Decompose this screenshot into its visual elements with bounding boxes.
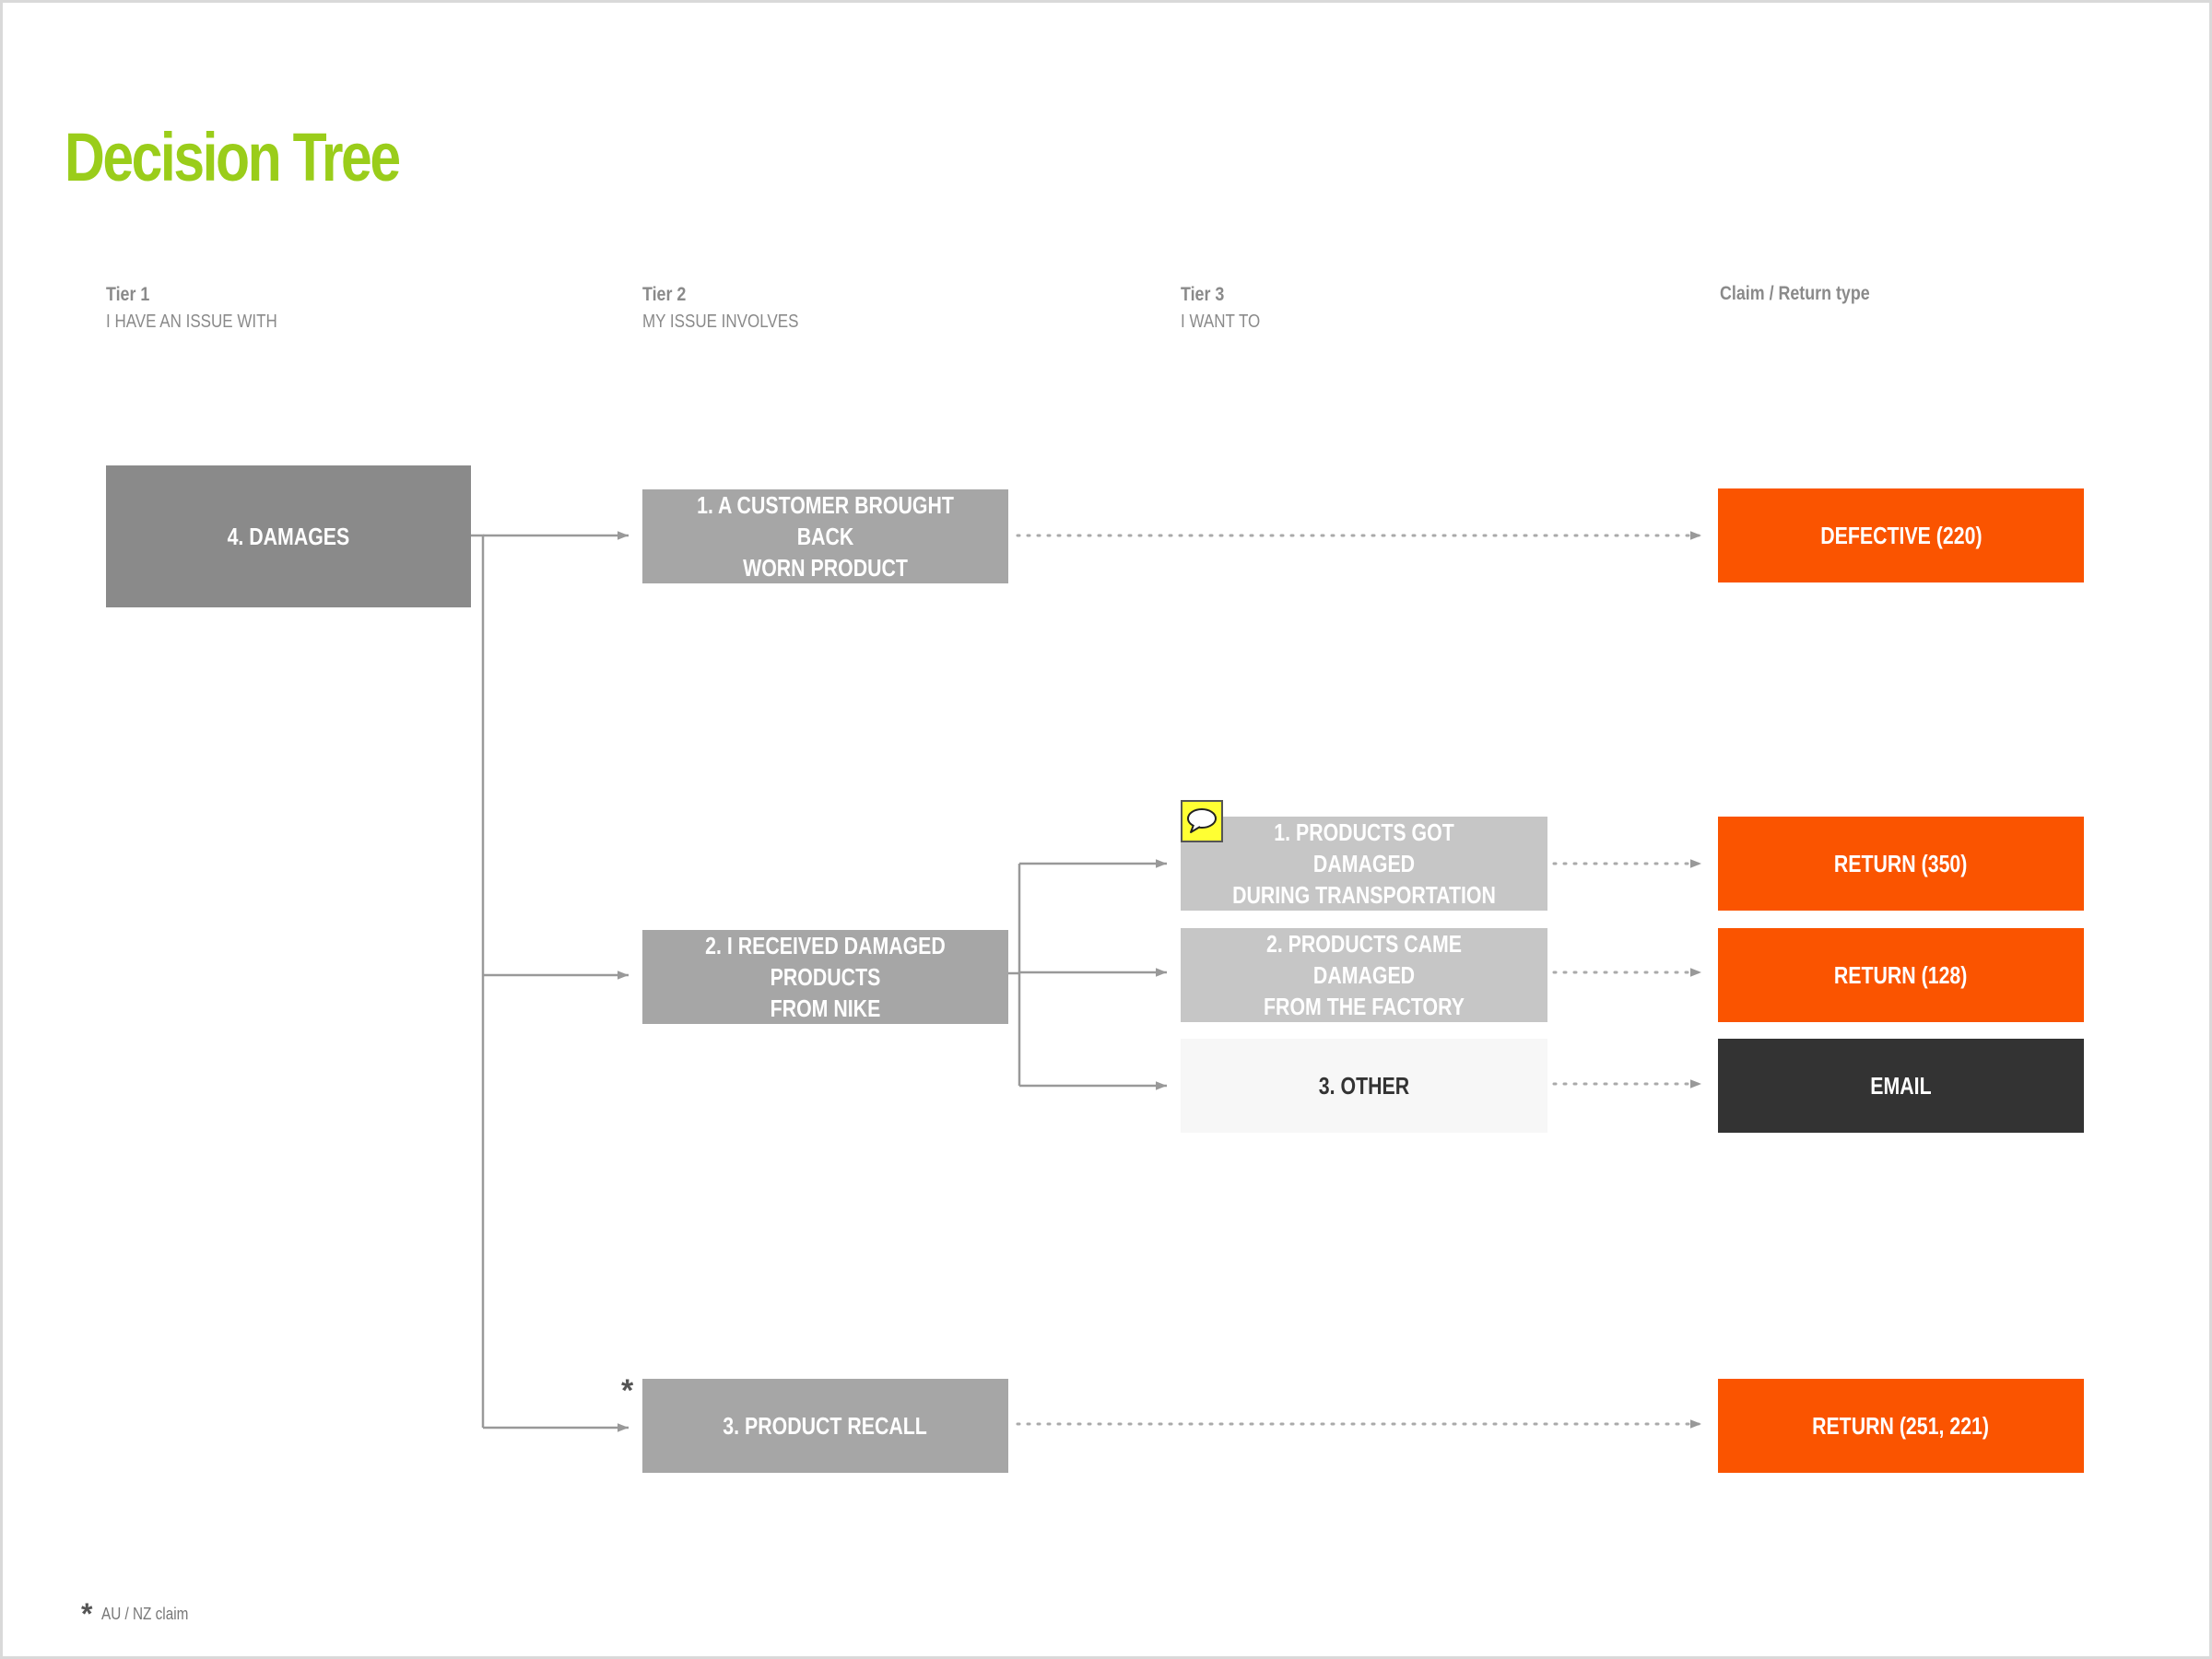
node-label: 2. PRODUCTS CAME DAMAGED FROM THE FACTOR… xyxy=(1264,930,1465,1020)
comment-icon[interactable] xyxy=(1181,800,1223,842)
outcome-return-128[interactable]: RETURN (128) xyxy=(1718,928,2084,1022)
node-label: 2. I RECEIVED DAMAGED PRODUCTS FROM NIKE xyxy=(705,932,946,1022)
node-label: 3. PRODUCT RECALL xyxy=(723,1412,928,1440)
column-tier-label: Tier 3 xyxy=(1181,284,1225,305)
node-label: 1. PRODUCTS GOT DAMAGED DURING TRANSPORT… xyxy=(1232,818,1496,909)
tier2-node-product-recall[interactable]: 3. PRODUCT RECALL xyxy=(642,1379,1008,1473)
outcome-return-251-221[interactable]: RETURN (251, 221) xyxy=(1718,1379,2084,1473)
node-label: EMAIL xyxy=(1870,1072,1932,1100)
tier3-node-factory[interactable]: 2. PRODUCTS CAME DAMAGED FROM THE FACTOR… xyxy=(1181,928,1547,1022)
column-tier-label: Tier 1 xyxy=(106,284,150,305)
tier1-node-damages[interactable]: 4. DAMAGES xyxy=(106,465,471,607)
column-tier-label: Claim / Return type xyxy=(1720,283,1870,304)
tier2-node-worn-product[interactable]: 1. A CUSTOMER BROUGHT BACK WORN PRODUCT xyxy=(642,489,1008,583)
page-title: Decision Tree xyxy=(65,119,401,195)
outcome-return-350[interactable]: RETURN (350) xyxy=(1718,817,2084,911)
footnote: * AU / NZ claim xyxy=(81,1597,204,1631)
column-subtitle: I HAVE AN ISSUE WITH xyxy=(106,312,277,332)
node-label: 4. DAMAGES xyxy=(227,523,350,550)
column-header-claim-type: Claim / Return type xyxy=(1720,283,1896,305)
connector-trunk xyxy=(471,534,485,1428)
outcome-defective[interactable]: DEFECTIVE (220) xyxy=(1718,488,2084,582)
node-label: DEFECTIVE (220) xyxy=(1819,522,1983,549)
footnote-text: AU / NZ claim xyxy=(101,1605,189,1623)
node-label: RETURN (251, 221) xyxy=(1812,1412,1990,1440)
node-label: 1. A CUSTOMER BROUGHT BACK WORN PRODUCT xyxy=(697,491,954,582)
column-header-tier2: Tier 2 MY ISSUE INVOLVES xyxy=(642,284,826,333)
connector-trunk xyxy=(1008,864,1021,1086)
node-label: RETURN (128) xyxy=(1834,961,1968,989)
footnote-marker: * xyxy=(81,1597,93,1630)
tier3-node-other[interactable]: 3. OTHER xyxy=(1181,1039,1547,1133)
outcome-email[interactable]: EMAIL xyxy=(1718,1039,2084,1133)
column-subtitle: I WANT TO xyxy=(1181,312,1261,332)
node-label: 3. OTHER xyxy=(1318,1072,1410,1100)
column-header-tier3: Tier 3 I WANT TO xyxy=(1181,284,1275,333)
tier2-node-damaged-products[interactable]: 2. I RECEIVED DAMAGED PRODUCTS FROM NIKE xyxy=(642,930,1008,1024)
node-label: RETURN (350) xyxy=(1834,850,1968,877)
tier3-node-transportation[interactable]: 1. PRODUCTS GOT DAMAGED DURING TRANSPORT… xyxy=(1181,817,1547,911)
recall-footnote-marker: * xyxy=(621,1373,634,1408)
column-subtitle: MY ISSUE INVOLVES xyxy=(642,312,799,332)
column-header-tier1: Tier 1 I HAVE AN ISSUE WITH xyxy=(106,284,308,333)
column-tier-label: Tier 2 xyxy=(642,284,687,305)
